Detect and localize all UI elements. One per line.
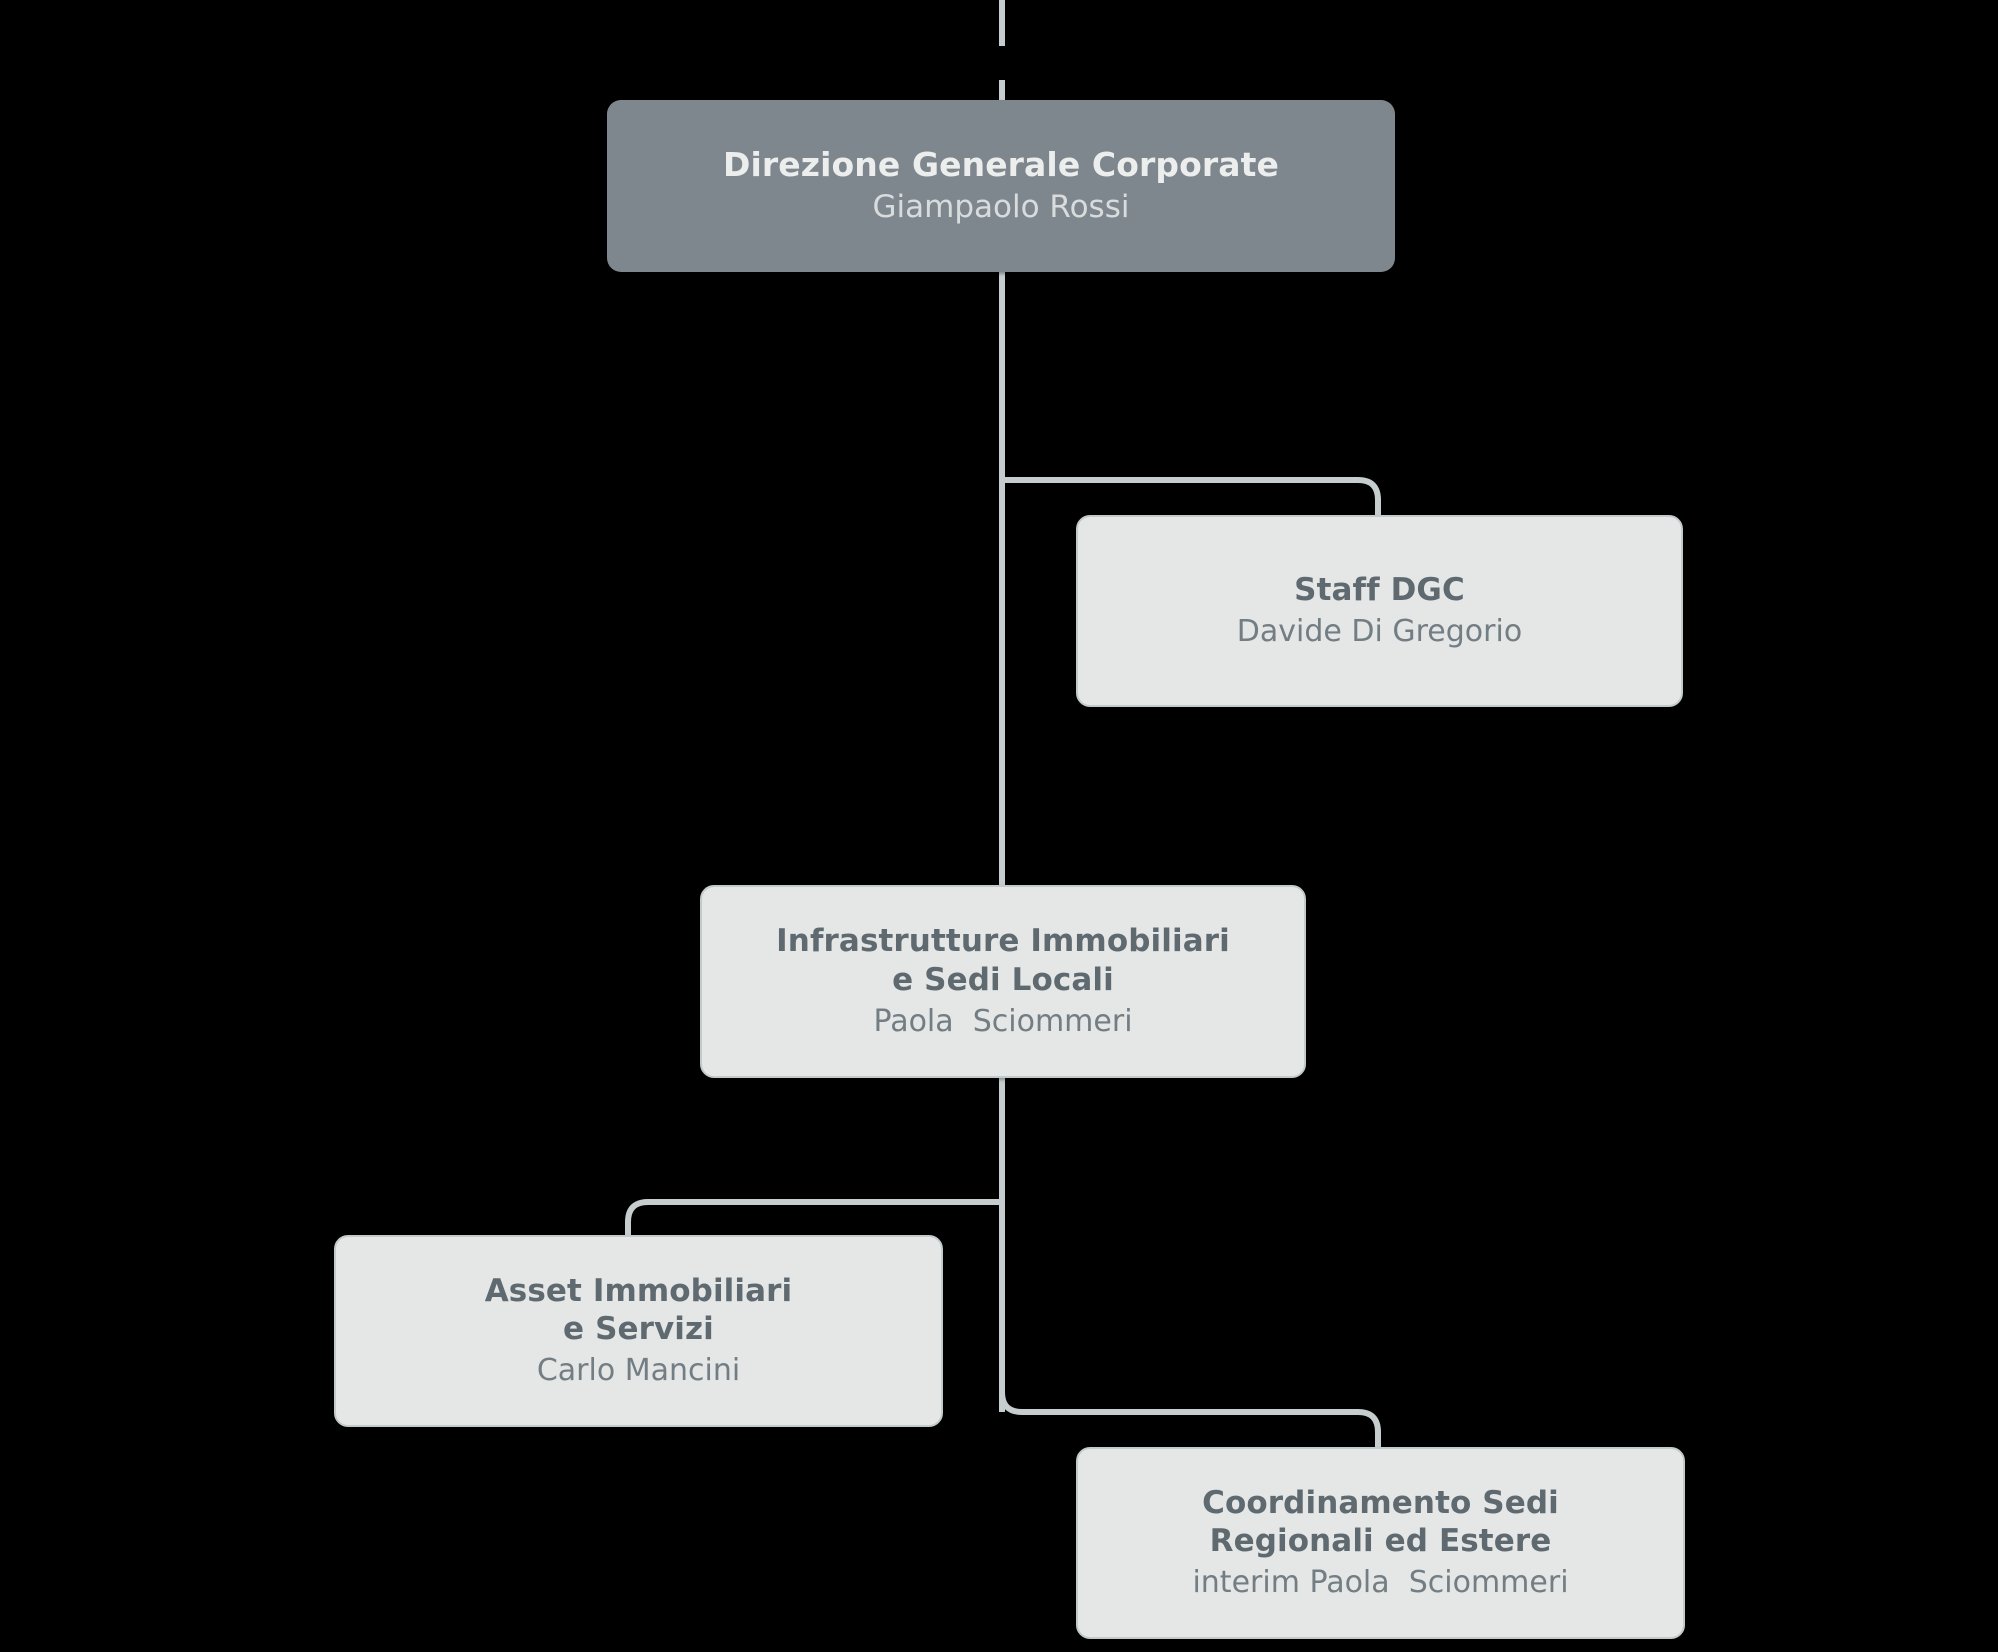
org-node-person: Giampaolo Rossi — [872, 189, 1130, 226]
org-node-person: Davide Di Gregorio — [1236, 614, 1523, 650]
org-node-infrastrutture-immobiliari-e-sedi-locali[interactable]: Infrastrutture Immobiliari e Sedi Locali… — [700, 885, 1306, 1078]
org-node-staff-dgc[interactable]: Staff DGC Davide Di Gregorio — [1076, 515, 1683, 707]
org-node-person: Paola Sciommeri — [873, 1003, 1133, 1039]
org-node-title: Staff DGC — [1294, 571, 1465, 608]
org-node-person: interim Paola Sciommeri — [1192, 1565, 1569, 1601]
connector-infrastrutture-to-asset — [625, 1199, 1002, 1235]
connector-dgc-to-staff-dgc — [1002, 477, 1381, 515]
org-node-title: Coordinamento Sedi Regionali ed Estere — [1202, 1484, 1559, 1560]
org-node-asset-immobiliari-e-servizi[interactable]: Asset Immobiliari e Servizi Carlo Mancin… — [334, 1235, 943, 1427]
org-node-title: Asset Immobiliari e Servizi — [484, 1272, 793, 1348]
connector-infrastrutture-to-coordinamento — [999, 1391, 1381, 1447]
org-node-person: Carlo Mancini — [536, 1353, 741, 1389]
org-node-title: Infrastrutture Immobiliari e Sedi Locali — [776, 923, 1230, 998]
org-node-coordinamento-sedi-regionali-ed-estere[interactable]: Coordinamento Sedi Regionali ed Estere i… — [1076, 1447, 1685, 1639]
org-node-title: Direzione Generale Corporate — [723, 144, 1279, 184]
org-node-direzione-generale-corporate[interactable]: Direzione Generale Corporate Giampaolo R… — [607, 100, 1395, 272]
